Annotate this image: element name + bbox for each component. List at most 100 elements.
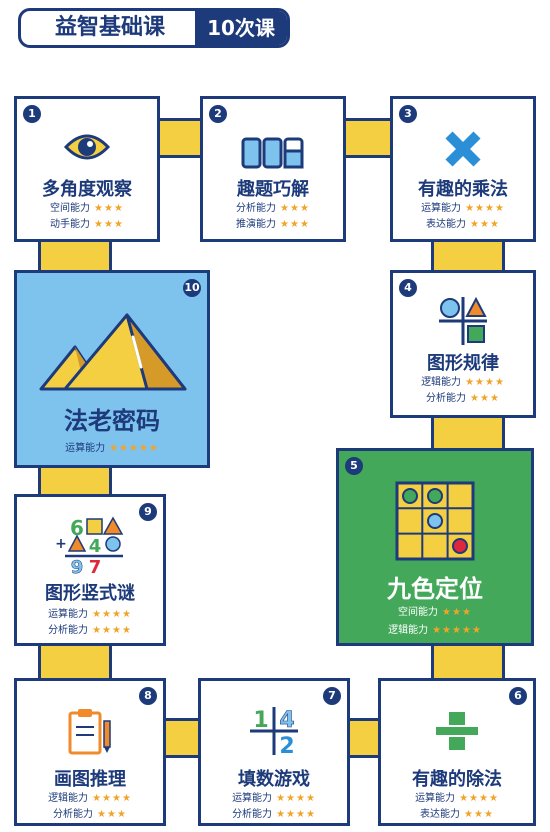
divide-icon <box>436 712 478 750</box>
star-rating: ★★★ <box>470 219 500 230</box>
skill-row: 空间能力★★★ <box>17 199 157 214</box>
lesson-number: 10 <box>183 279 201 297</box>
course-title: 益智基础课 <box>54 15 165 40</box>
star-rating: ★★★★ <box>459 793 499 804</box>
star-rating: ★★★★ <box>276 809 316 820</box>
skill-label: 运算能力 <box>65 443 106 454</box>
skill-label: 分析能力 <box>53 809 94 820</box>
star-rating: ★★★★ <box>92 625 132 636</box>
lesson-number: 1 <box>23 105 41 123</box>
skill-label: 运算能力 <box>415 793 456 804</box>
skill-label: 表达能力 <box>420 809 461 820</box>
star-rating: ★★★★ <box>92 609 132 620</box>
lesson-card-7[interactable]: 7 1 4 2 填数游戏 运算能力★★★★ 分析能力★★★★ <box>198 678 350 826</box>
star-rating: ★★★★ <box>276 793 316 804</box>
star-rating: ★★★ <box>94 219 124 230</box>
star-rating: ★★★ <box>97 809 127 820</box>
skill-row: 分析能力★★★★ <box>201 805 347 820</box>
number-cell: 4 <box>279 708 294 733</box>
connector-7-8 <box>164 718 200 758</box>
skill-row: 分析能力★★★★ <box>17 621 163 636</box>
star-rating: ★★★ <box>280 219 310 230</box>
skill-row: 推演能力★★★ <box>203 215 343 230</box>
skill-label: 空间能力 <box>398 607 439 618</box>
lesson-title: 有趣的乘法 <box>418 179 508 200</box>
number-fill-icon: 1 4 2 <box>250 707 298 757</box>
clipboard-icon <box>68 709 111 755</box>
lesson-card-10[interactable]: 10 法老密码 运算能力★★★★★ <box>14 270 210 468</box>
nine-grid-icon <box>395 481 475 561</box>
cups-icon <box>241 137 304 169</box>
eye-icon <box>63 134 111 160</box>
skill-label: 动手能力 <box>50 219 91 230</box>
lesson-title: 图形规律 <box>427 353 499 374</box>
lesson-number: 8 <box>139 687 157 705</box>
connector-9-10 <box>38 466 112 496</box>
lesson-number: 5 <box>345 457 363 475</box>
skill-row: 逻辑能力★★★★ <box>17 789 163 804</box>
skill-label: 分析能力 <box>426 393 467 404</box>
lesson-number: 2 <box>209 105 227 123</box>
skill-row: 运算能力★★★★ <box>201 789 347 804</box>
lesson-title: 九色定位 <box>387 575 483 603</box>
number-cell: 2 <box>279 734 294 757</box>
skill-label: 推演能力 <box>236 219 277 230</box>
vertical-puzzle-icon: 6 + 4 9 7 <box>55 516 124 575</box>
skill-row: 运算能力★★★★ <box>17 605 163 620</box>
lesson-card-4[interactable]: 4 图形规律 逻辑能力★★★★ 分析能力★★★ <box>390 270 536 418</box>
skill-label: 逻辑能力 <box>421 377 462 388</box>
shapes-grid-icon <box>439 296 487 345</box>
lesson-card-3[interactable]: 3 有趣的乘法 运算能力★★★★ 表达能力★★★ <box>390 96 536 242</box>
skill-label: 逻辑能力 <box>388 625 429 636</box>
puzzle-digit: 4 <box>89 536 102 557</box>
lesson-title: 趣题巧解 <box>237 179 309 200</box>
lesson-card-5[interactable]: 5 九色定位 空间能力★★★ 逻辑能力★★★★★ <box>336 448 534 646</box>
svg-text:+: + <box>55 536 67 552</box>
skill-row: 分析能力★★★ <box>203 199 343 214</box>
skill-label: 逻辑能力 <box>48 793 89 804</box>
star-rating: ★★★ <box>470 393 500 404</box>
connector-4-5 <box>431 416 505 450</box>
lesson-title: 图形竖式谜 <box>45 583 135 604</box>
skill-label: 分析能力 <box>48 625 89 636</box>
skill-row: 动手能力★★★ <box>17 215 157 230</box>
connector-5-6 <box>431 644 505 680</box>
connector-1-2 <box>158 118 204 158</box>
lesson-card-1[interactable]: 1 多角度观察 空间能力★★★ 动手能力★★★ <box>14 96 160 242</box>
lesson-card-9[interactable]: 9 6 + 4 9 7 图形竖式谜 运算能力★★★★ 分析能力★★★★ <box>14 494 166 646</box>
skill-label: 分析能力 <box>232 809 273 820</box>
lesson-card-6[interactable]: 6 有趣的除法 运算能力★★★★ 表达能力★★★ <box>378 678 536 826</box>
lesson-card-2[interactable]: 2 趣题巧解 分析能力★★★ 推演能力★★★ <box>200 96 346 242</box>
skill-label: 空间能力 <box>50 203 91 214</box>
skill-row: 运算能力★★★★ <box>381 789 533 804</box>
lesson-title: 画图推理 <box>54 769 126 790</box>
connector-6-7 <box>348 718 380 758</box>
skill-row: 运算能力★★★★ <box>393 199 533 214</box>
lesson-card-8[interactable]: 8 画图推理 逻辑能力★★★★ 分析能力★★★ <box>14 678 166 826</box>
lesson-title: 填数游戏 <box>238 769 310 790</box>
multiply-icon <box>445 131 481 167</box>
connector-3-4 <box>431 240 505 272</box>
lesson-number: 7 <box>323 687 341 705</box>
star-rating: ★★★★ <box>465 377 505 388</box>
star-rating: ★★★★ <box>92 793 132 804</box>
lesson-number: 4 <box>399 279 417 297</box>
puzzle-digit: 9 <box>71 557 84 575</box>
course-header: 益智基础课 10次课 <box>18 8 290 48</box>
lesson-number: 3 <box>399 105 417 123</box>
skill-row: 运算能力★★★★★ <box>17 439 207 454</box>
skill-row: 空间能力★★★ <box>339 603 531 618</box>
lesson-title: 有趣的除法 <box>412 769 502 790</box>
star-rating: ★★★★★ <box>109 443 159 454</box>
skill-row: 表达能力★★★ <box>381 805 533 820</box>
skill-label: 运算能力 <box>232 793 273 804</box>
lesson-title: 法老密码 <box>64 407 160 435</box>
star-rating: ★★★★★ <box>432 625 482 636</box>
skill-label: 运算能力 <box>421 203 462 214</box>
skill-row: 分析能力★★★ <box>393 389 533 404</box>
skill-row: 逻辑能力★★★★ <box>393 373 533 388</box>
skill-row: 分析能力★★★ <box>17 805 163 820</box>
lesson-count: 10次课 <box>195 11 287 45</box>
number-cell: 1 <box>253 708 268 733</box>
pyramid-icon <box>39 313 187 391</box>
